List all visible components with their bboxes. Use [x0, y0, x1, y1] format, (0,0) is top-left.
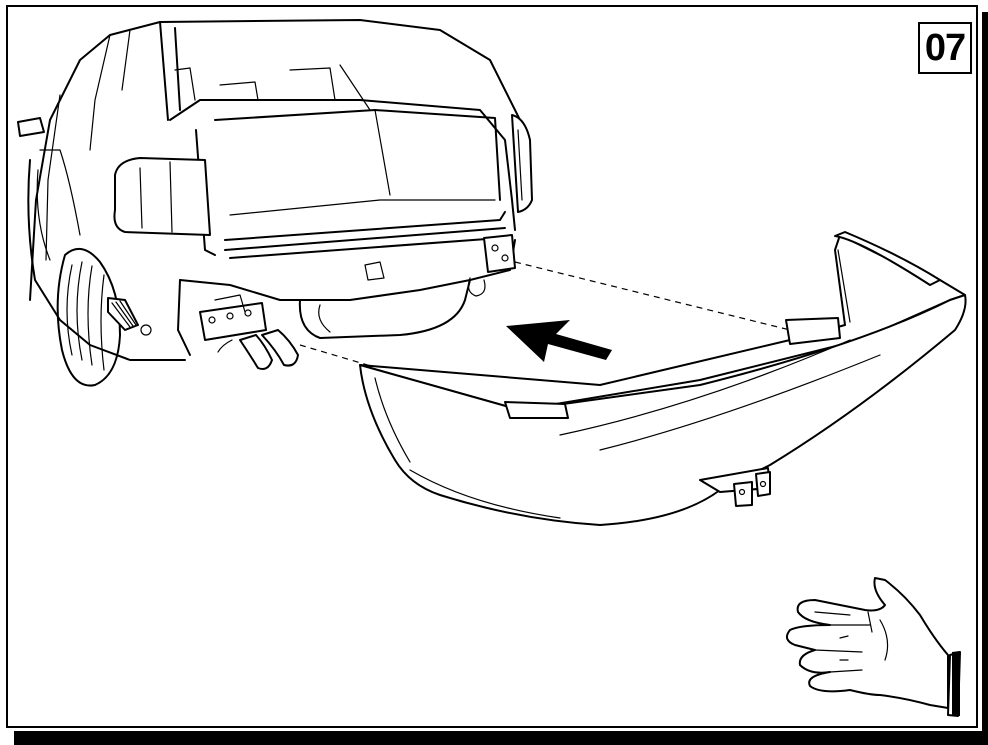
hand-palm-icon	[785, 577, 961, 717]
step-number-badge: 07	[918, 22, 972, 74]
direction-arrow-icon	[506, 320, 612, 362]
frame-shadow-bottom	[14, 731, 988, 745]
car-rear-illustration	[17, 19, 533, 387]
rear-bumper-illustration	[359, 231, 967, 526]
frame-shadow-right	[982, 12, 988, 745]
